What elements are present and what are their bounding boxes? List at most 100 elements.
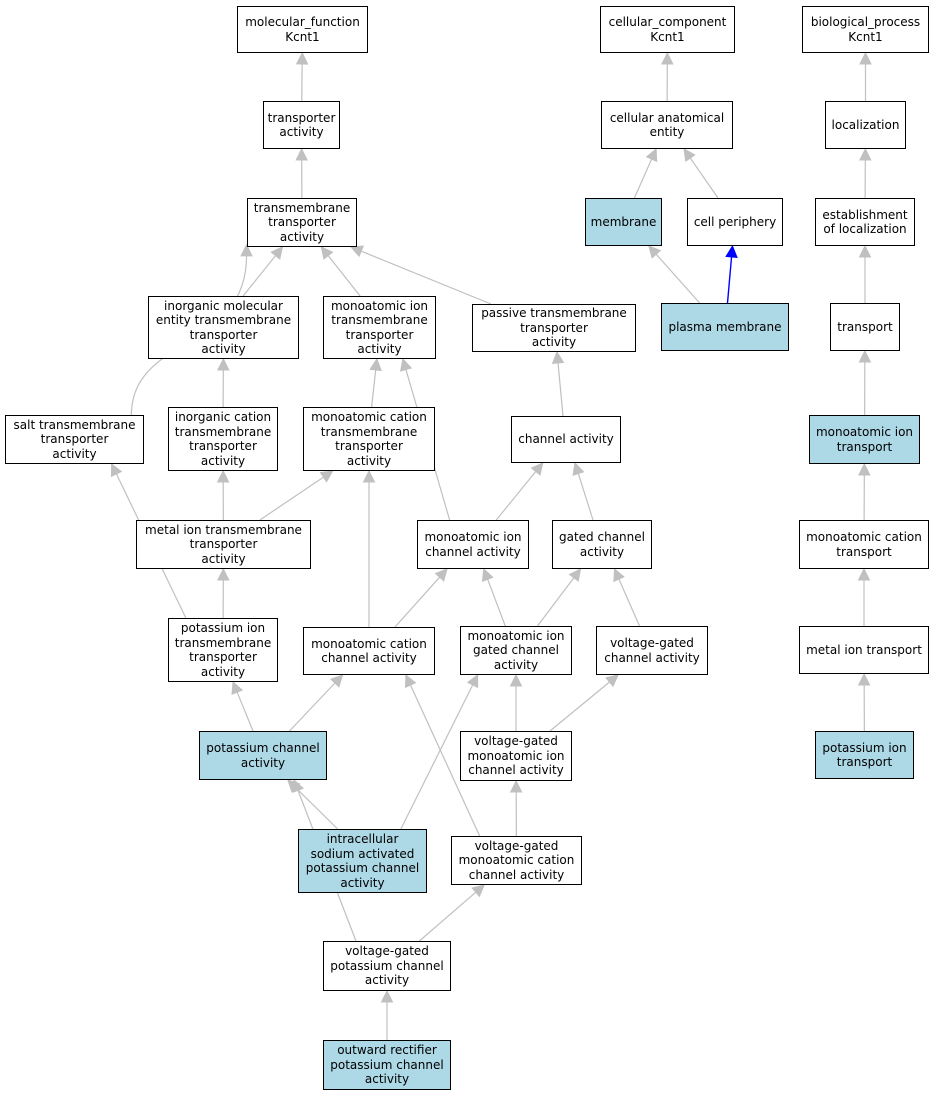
edge-imett-to-tta (242, 255, 276, 297)
arrowhead-orpca-to-vgpca (380, 989, 394, 1003)
go-term-node-mcca[interactable]: monoatomic cation channel activity (303, 627, 435, 675)
go-term-node-pit[interactable]: potassium ion transport (815, 731, 914, 779)
arrowhead-mica-to-mitt (400, 357, 413, 372)
edge-mica-to-ca (495, 471, 537, 521)
go-term-node-mctt[interactable]: monoatomic cation transmembrane transpor… (303, 407, 435, 471)
go-term-node-isapca[interactable]: intracellular sodium activated potassium… (298, 829, 427, 893)
go-term-node-pm[interactable]: plasma membrane (661, 303, 789, 351)
go-term-node-pitt[interactable]: potassium ion transmembrane transporter … (168, 618, 278, 682)
go-term-node-ca[interactable]: channel activity (511, 416, 621, 463)
go-term-node-mitt[interactable]: monoatomic ion transmembrane transporter… (323, 296, 436, 359)
arrowhead-pitt-to-stta (110, 462, 123, 478)
arrowhead-migca-to-gca (568, 568, 582, 582)
arrowhead-metit-to-mct (857, 567, 871, 581)
go-term-node-eol[interactable]: establishment of localization (815, 198, 915, 246)
arrowhead-pm-to-cp (725, 244, 738, 259)
edge-vgpca-to-vgmcca (418, 891, 477, 942)
arrowhead-mit-to-tr (858, 349, 872, 363)
arrowhead-loc-to-bp (859, 51, 872, 65)
edge-vgca-to-gca (618, 578, 641, 627)
edge-ca-to-ptta (557, 362, 564, 417)
go-term-node-ictt[interactable]: inorganic cation transmembrane transport… (168, 407, 278, 471)
arrowhead-tr-to-eol (858, 244, 872, 258)
arrowhead-eol-to-loc (859, 147, 872, 161)
arrowhead-vgpca-to-pca (292, 778, 305, 793)
arrowhead-cae-to-cc (661, 51, 674, 65)
arrowhead-pca-to-mcca (330, 674, 344, 688)
edge-isapca-to-pca (295, 787, 339, 830)
go-term-node-orpca[interactable]: outward rectifier potassium channel acti… (323, 1040, 451, 1090)
arrowhead-mcca-to-mica (434, 568, 448, 582)
go-term-node-mct[interactable]: monoatomic cation transport (799, 520, 929, 569)
go-term-node-tta[interactable]: transmembrane transporter activity (247, 198, 357, 247)
arrowhead-mem-to-cae (645, 147, 658, 163)
arrowhead-migca-to-mica (481, 567, 494, 582)
go-term-node-pca[interactable]: potassium channel activity (199, 731, 327, 780)
arrowhead-vgca-to-gca (613, 567, 625, 583)
go-term-node-gca[interactable]: gated channel activity (552, 520, 652, 569)
go-term-node-mem[interactable]: membrane (585, 198, 662, 246)
arrowhead-ictt-to-imett (217, 357, 230, 371)
edge-cp-to-cae (689, 157, 719, 199)
arrowhead-cp-to-cae (683, 148, 696, 163)
arrowhead-mica-to-ca (530, 462, 544, 476)
go-term-node-vgmica[interactable]: voltage-gated monoatomic ion channel act… (460, 731, 572, 781)
go-term-node-metit[interactable]: metal ion transport (799, 626, 929, 674)
go-term-node-cae[interactable]: cellular anatomical entity (601, 101, 733, 149)
edge-pm-to-cp (726, 256, 733, 304)
go-term-node-vgmcca[interactable]: voltage-gated monoatomic cation channel … (451, 836, 582, 885)
arrowhead-pit-to-metit (857, 672, 871, 686)
arrowhead-pitt-to-mitrans (217, 567, 230, 581)
arrowhead-pca-to-pitt (231, 680, 244, 696)
arrowhead-tta-to-ta (295, 147, 308, 161)
arrowhead-pm-to-mem (648, 245, 662, 259)
edge-mctt-to-mitt (371, 369, 377, 408)
arrowhead-imett-to-tta (270, 246, 284, 260)
edge-mitt-to-tta (327, 255, 361, 297)
go-term-node-ptta[interactable]: passive transmembrane transporter activi… (472, 304, 636, 352)
edge-mcca-to-mica (394, 576, 441, 628)
arrowhead-isapca-to-pca (287, 779, 301, 793)
edge-mem-to-cae (633, 158, 653, 199)
go-term-node-cp[interactable]: cell periphery (687, 198, 783, 246)
arrowhead-vgmica-to-migca (509, 673, 523, 687)
arrowhead-vgmcca-to-vgmica (509, 779, 523, 793)
edge-gca-to-ca (577, 473, 594, 521)
edge-mitrans-to-mctt (259, 476, 324, 521)
edge-vgmica-to-vgca (549, 681, 610, 732)
go-term-node-mf[interactable]: molecular_function Kcnt1 (237, 6, 368, 53)
arrowhead-mitt-to-tta (320, 246, 334, 260)
edge-migca-to-mica (487, 579, 506, 627)
go-term-node-mit[interactable]: monoatomic ion transport (809, 415, 920, 464)
arrowhead-gca-to-ca (572, 461, 585, 476)
go-term-node-tr[interactable]: transport (830, 303, 900, 351)
go-term-node-mitrans[interactable]: metal ion transmembrane transporter acti… (136, 520, 311, 569)
edge-pm-to-mem (655, 253, 701, 304)
edge-pca-to-pitt (236, 691, 254, 732)
go-term-node-stta[interactable]: salt transmembrane transporter activity (5, 415, 144, 464)
arrowhead-mcca-to-mctt (362, 469, 376, 483)
go-term-node-loc[interactable]: localization (825, 101, 906, 149)
arrowhead-vgpca-to-vgmcca (471, 884, 485, 898)
go-term-node-cc[interactable]: cellular_component Kcnt1 (600, 6, 735, 53)
arrowhead-ta-to-mf (295, 51, 309, 65)
go-term-node-ta[interactable]: transporter activity (263, 101, 340, 149)
arrowhead-ca-to-ptta (551, 350, 565, 365)
go-term-node-bp[interactable]: biological_process Kcnt1 (802, 6, 929, 53)
arrowhead-vgmcca-to-mcca (404, 673, 417, 689)
edge-migca-to-gca (537, 577, 575, 627)
arrowhead-vgmica-to-vgca (605, 674, 619, 688)
edge-pca-to-mcca (289, 682, 336, 732)
arrowhead-mitrans-to-mctt (319, 470, 334, 483)
arrowhead-mitrans-to-ictt (216, 469, 230, 483)
go-term-node-vgpca[interactable]: voltage-gated potassium channel activity (323, 941, 451, 991)
go-term-node-vgca[interactable]: voltage-gated channel activity (596, 626, 708, 675)
arrowhead-isapca-to-migca (466, 673, 479, 689)
arrowhead-mctt-to-mitt (369, 357, 382, 372)
go-term-node-mica[interactable]: monoatomic ion channel activity (417, 520, 529, 569)
arrowhead-mct-to-mit (858, 462, 871, 476)
arrowhead-ptta-to-tta (349, 245, 365, 258)
go-term-node-migca[interactable]: monoatomic ion gated channel activity (460, 626, 572, 675)
go-term-node-imett[interactable]: inorganic molecular entity transmembrane… (148, 296, 299, 359)
